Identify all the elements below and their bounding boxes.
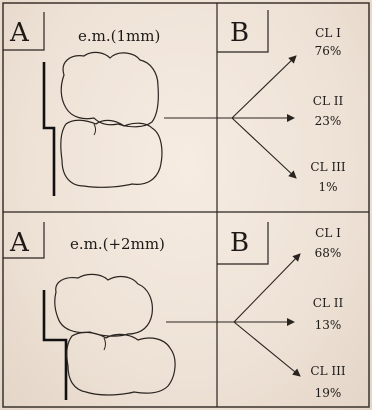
letter-a-box-bottom — [3, 222, 45, 259]
outcome-percent-cl2-bottom: 13% — [314, 318, 342, 332]
panel-label-a-bottom: A — [10, 228, 29, 258]
outcome-percent-cl2-top: 23% — [314, 114, 342, 128]
outcome-percent-cl1-top: 76% — [314, 44, 342, 58]
outcome-label-cl3-top: CL III — [310, 160, 346, 174]
outcome-percent-cl3-top: 1% — [318, 180, 338, 194]
cusp-detail-bottom — [103, 337, 106, 351]
arrow-cl1-bottom — [233, 253, 301, 323]
letter-b-box-bottom — [217, 222, 269, 265]
arrow-cl3-top — [231, 117, 297, 179]
incisal-profile-line-top — [42, 62, 56, 196]
panel-label-b-bottom: B — [230, 228, 250, 258]
panel-label-a-top: A — [10, 18, 29, 48]
letter-a-box-top — [3, 12, 45, 51]
lower-molar-outline-bottom — [66, 331, 176, 396]
measurement-label-top: e.m.(1mm) — [78, 27, 161, 45]
outcome-percent-cl3-bottom: 19% — [314, 386, 342, 400]
outcome-label-cl1-top: CL I — [315, 26, 341, 40]
outcome-label-cl2-bottom: CL II — [312, 296, 344, 310]
upper-molar-outline-bottom — [54, 273, 153, 337]
incisal-profile-line-bottom — [42, 290, 68, 400]
panel-label-b-top: B — [230, 18, 250, 48]
outcome-label-cl1-bottom: CL I — [315, 226, 341, 240]
measurement-label-bottom: e.m.(+2mm) — [70, 235, 165, 253]
outer-border — [2, 2, 370, 408]
upper-molar-outline-top — [60, 51, 159, 128]
outcome-percent-cl1-bottom: 68% — [314, 246, 342, 260]
lower-molar-outline-top — [60, 119, 163, 188]
cusp-detail-top — [93, 123, 96, 136]
arrow-cl3-bottom — [233, 321, 301, 377]
arrow-cl1-top — [231, 55, 297, 119]
letter-b-box-top — [217, 10, 269, 53]
outcome-label-cl2-top: CL II — [312, 94, 344, 108]
outcome-label-cl3-bottom: CL III — [310, 364, 346, 378]
